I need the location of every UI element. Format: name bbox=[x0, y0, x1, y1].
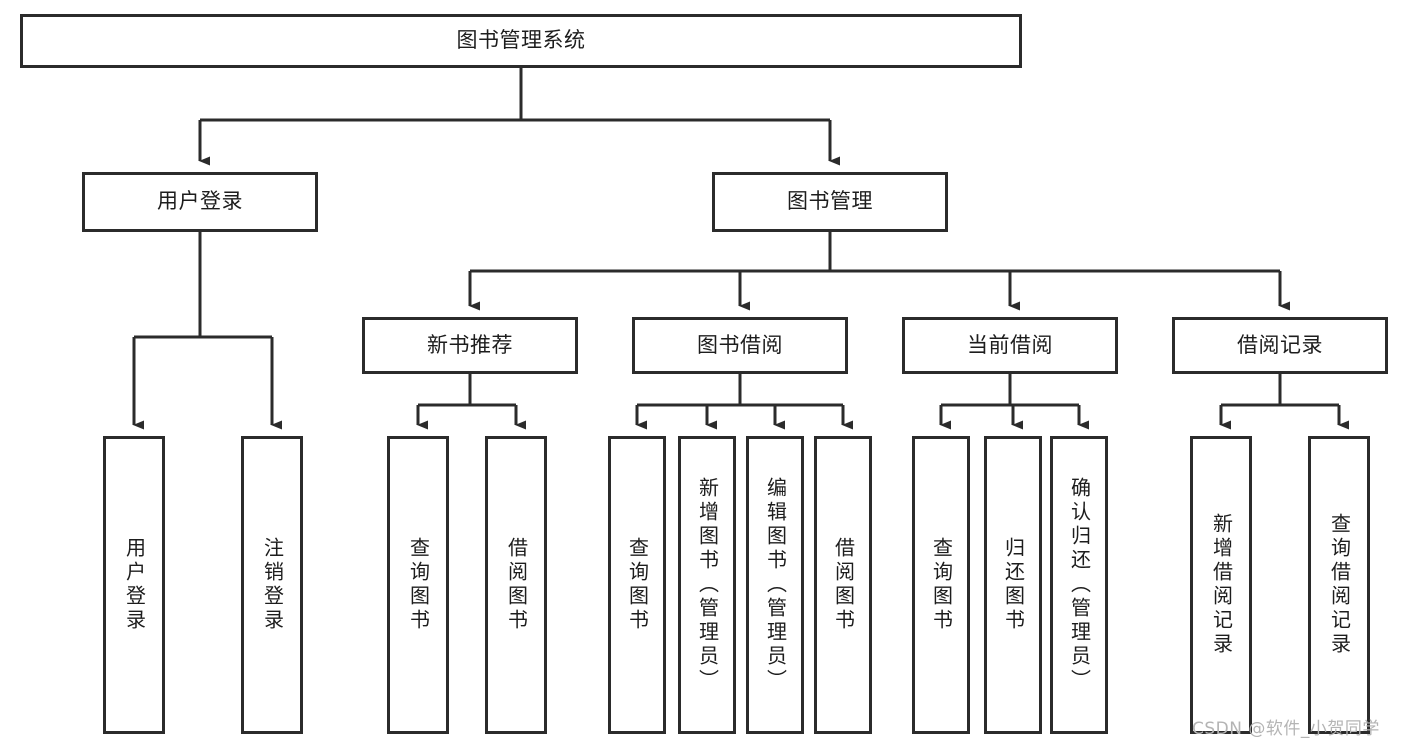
node-label-user-login: 用户登录 bbox=[157, 189, 243, 214]
node-leaf-query-1[interactable]: 查询图书 bbox=[387, 436, 449, 734]
node-label-leaf-add-rec: 新增借阅记录 bbox=[1209, 513, 1234, 657]
node-leaf-query-2[interactable]: 查询图书 bbox=[608, 436, 666, 734]
node-label-leaf-confirm: 确认归还（管理员） bbox=[1067, 477, 1092, 693]
node-leaf-edit-book[interactable]: 编辑图书（管理员） bbox=[746, 436, 804, 734]
node-label-book-borrow: 图书借阅 bbox=[697, 332, 783, 357]
node-label-book-manage: 图书管理 bbox=[787, 189, 873, 214]
node-leaf-add-rec[interactable]: 新增借阅记录 bbox=[1190, 436, 1252, 734]
node-label-new-book-rec: 新书推荐 bbox=[427, 332, 513, 357]
node-leaf-borrow-2[interactable]: 借阅图书 bbox=[814, 436, 872, 734]
node-label-leaf-add-book: 新增图书（管理员） bbox=[695, 477, 720, 693]
node-label-leaf-edit-book: 编辑图书（管理员） bbox=[763, 477, 788, 693]
node-user-login[interactable]: 用户登录 bbox=[82, 172, 318, 232]
node-leaf-return[interactable]: 归还图书 bbox=[984, 436, 1042, 734]
node-leaf-add-book[interactable]: 新增图书（管理员） bbox=[678, 436, 736, 734]
node-label-root: 图书管理系统 bbox=[456, 28, 586, 53]
node-label-leaf-query-3: 查询图书 bbox=[929, 537, 954, 633]
node-leaf-query-rec[interactable]: 查询借阅记录 bbox=[1308, 436, 1370, 734]
node-current-borrow[interactable]: 当前借阅 bbox=[902, 317, 1118, 374]
node-root[interactable]: 图书管理系统 bbox=[20, 14, 1022, 68]
node-label-leaf-borrow-1: 借阅图书 bbox=[504, 537, 529, 633]
node-label-leaf-user-login: 用户登录 bbox=[122, 537, 147, 633]
node-book-borrow[interactable]: 图书借阅 bbox=[632, 317, 848, 374]
node-label-leaf-query-1: 查询图书 bbox=[406, 537, 431, 633]
node-book-manage[interactable]: 图书管理 bbox=[712, 172, 948, 232]
node-label-leaf-logout: 注销登录 bbox=[260, 537, 285, 633]
node-new-book-rec[interactable]: 新书推荐 bbox=[362, 317, 578, 374]
node-label-current-borrow: 当前借阅 bbox=[967, 332, 1053, 357]
node-label-leaf-query-rec: 查询借阅记录 bbox=[1327, 513, 1352, 657]
node-leaf-query-3[interactable]: 查询图书 bbox=[912, 436, 970, 734]
node-borrow-record[interactable]: 借阅记录 bbox=[1172, 317, 1388, 374]
node-leaf-confirm[interactable]: 确认归还（管理员） bbox=[1050, 436, 1108, 734]
node-label-borrow-record: 借阅记录 bbox=[1237, 332, 1323, 357]
node-label-leaf-borrow-2: 借阅图书 bbox=[831, 537, 856, 633]
node-leaf-logout[interactable]: 注销登录 bbox=[241, 436, 303, 734]
node-label-leaf-query-2: 查询图书 bbox=[625, 537, 650, 633]
node-leaf-borrow-1[interactable]: 借阅图书 bbox=[485, 436, 547, 734]
node-label-leaf-return: 归还图书 bbox=[1001, 537, 1026, 633]
node-leaf-user-login[interactable]: 用户登录 bbox=[103, 436, 165, 734]
